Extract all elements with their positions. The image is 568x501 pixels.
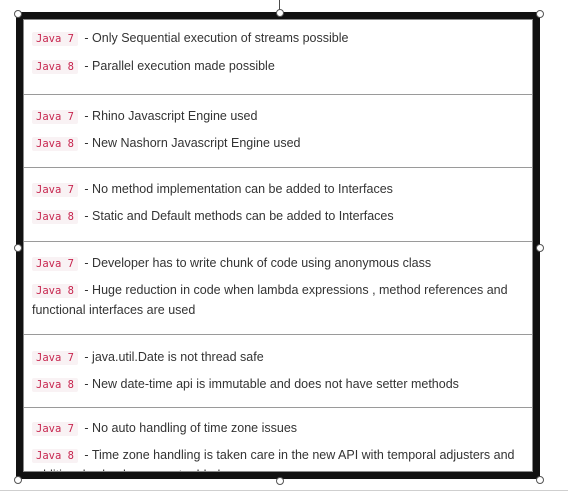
rotate-handle-stem[interactable] [279, 0, 280, 13]
java8-description: - New Nashorn Javascript Engine used [80, 136, 301, 150]
resize-handle-top-right[interactable] [536, 10, 544, 18]
java7-line: Java 7 - No auto handling of time zone i… [32, 419, 526, 439]
java8-description: - Static and Default methods can be adde… [80, 209, 394, 223]
java7-description: - Developer has to write chunk of code u… [80, 256, 432, 270]
java8-code-tag: Java 8 [32, 60, 78, 74]
java8-line: Java 8 - Huge reduction in code when lam… [32, 281, 526, 320]
resize-handle-left[interactable] [14, 244, 22, 252]
java8-code-tag: Java 8 [32, 137, 78, 151]
page-divider [0, 490, 568, 491]
resize-handle-bottom-left[interactable] [14, 476, 22, 484]
comparison-row: Java 7 - Rhino Javascript Engine used Ja… [24, 95, 532, 168]
java8-line: Java 8 - Parallel execution made possibl… [32, 57, 526, 77]
java7-line: Java 7 - Only Sequential execution of st… [32, 29, 526, 49]
java8-description: - New date-time api is immutable and doe… [80, 377, 459, 391]
java7-code-tag: Java 7 [32, 183, 78, 197]
java7-line: Java 7 - java.util.Date is not thread sa… [32, 348, 526, 368]
java8-line: Java 8 - Static and Default methods can … [32, 207, 526, 227]
comparison-row: Java 7 - Developer has to write chunk of… [24, 242, 532, 335]
java8-code-tag: Java 8 [32, 449, 78, 463]
java8-line: Java 8 - Time zone handling is taken car… [32, 446, 526, 471]
comparison-row: Java 7 - No auto handling of time zone i… [24, 408, 532, 471]
comparison-row: Java 7 - No method implementation can be… [24, 168, 532, 242]
comparison-row: Java 7 - Only Sequential execution of st… [24, 20, 532, 95]
java8-description: - Parallel execution made possible [80, 59, 275, 73]
java7-description: - Rhino Javascript Engine used [80, 109, 258, 123]
java8-description: - Time zone handling is taken care in th… [32, 448, 515, 471]
resize-handle-top[interactable] [276, 9, 284, 17]
java7-description: - No auto handling of time zone issues [80, 421, 298, 435]
java7-line: Java 7 - Developer has to write chunk of… [32, 254, 526, 274]
java7-line: Java 7 - Rhino Javascript Engine used [32, 107, 526, 127]
java7-code-tag: Java 7 [32, 257, 78, 271]
selected-table-frame[interactable]: Java 7 - Only Sequential execution of st… [16, 12, 540, 479]
java7-code-tag: Java 7 [32, 110, 78, 124]
java8-code-tag: Java 8 [32, 210, 78, 224]
java8-line: Java 8 - New Nashorn Javascript Engine u… [32, 134, 526, 154]
java7-description: - java.util.Date is not thread safe [80, 350, 264, 364]
java8-line: Java 8 - New date-time api is immutable … [32, 375, 526, 395]
java7-code-tag: Java 7 [32, 351, 78, 365]
java7-code-tag: Java 7 [32, 422, 78, 436]
java8-description: - Huge reduction in code when lambda exp… [32, 283, 508, 317]
java7-line: Java 7 - No method implementation can be… [32, 180, 526, 200]
java7-description: - No method implementation can be added … [80, 182, 393, 196]
resize-handle-bottom-right[interactable] [536, 476, 544, 484]
resize-handle-bottom[interactable] [276, 477, 284, 485]
java8-code-tag: Java 8 [32, 378, 78, 392]
java8-code-tag: Java 8 [32, 284, 78, 298]
java7-description: - Only Sequential execution of streams p… [80, 31, 349, 45]
comparison-row: Java 7 - java.util.Date is not thread sa… [24, 335, 532, 408]
resize-handle-top-left[interactable] [14, 10, 22, 18]
resize-handle-right[interactable] [536, 244, 544, 252]
java7-code-tag: Java 7 [32, 32, 78, 46]
comparison-table: Java 7 - Only Sequential execution of st… [23, 19, 533, 472]
